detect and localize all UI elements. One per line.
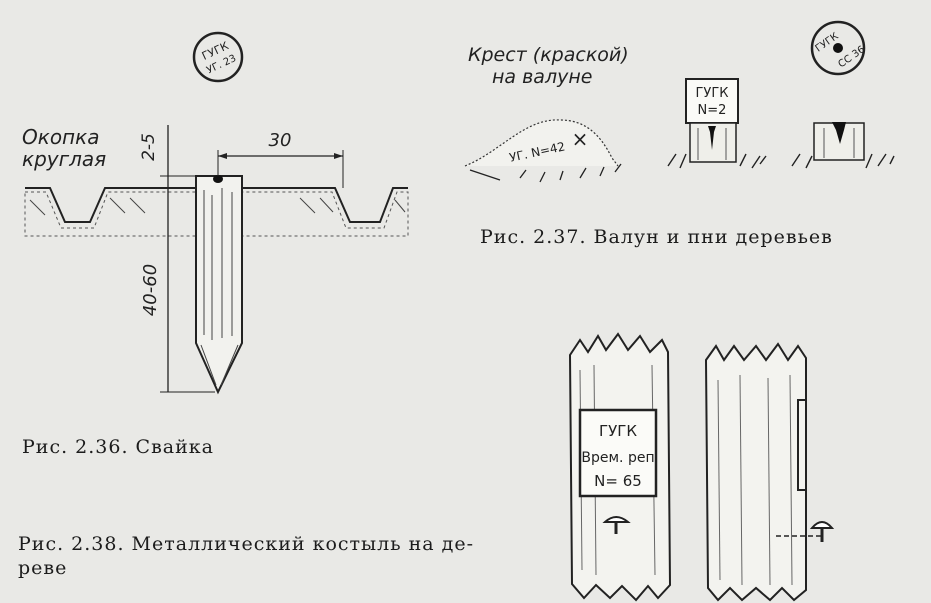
round-marker-ss36: ГУГК СС 36	[810, 20, 867, 76]
caption-fig-2-36: Рис. 2.36. Свайка	[22, 436, 214, 458]
caption-fig-2-37: Рис. 2.37. Валун и пни деревьев	[480, 226, 833, 248]
stump-sign-line2: N=2	[698, 103, 727, 118]
cross-note-line2: на валуне	[492, 66, 593, 88]
dim-top-label: 2-5	[139, 133, 159, 161]
cross-mark: ×	[572, 127, 589, 151]
trunk-front-view: ГУГК Врем. реп N= 65	[568, 332, 672, 602]
cross-note: Крест (краской) на валуне	[468, 44, 629, 88]
stump-with-sign: ГУГК N=2	[667, 78, 767, 169]
trench-label: Окопка круглая	[22, 126, 106, 170]
wooden-stake	[195, 175, 243, 395]
trunk-side-view	[704, 342, 835, 602]
caption-fig-2-38: Рис. 2.38. Металлический костыль на де- …	[18, 532, 474, 580]
boulder: УГ. N=42 ×	[464, 119, 622, 183]
plate-line2: Врем. реп	[581, 450, 654, 466]
fig-2-37-boulder-and-stumps: УГ. N=42 × ГУГК N=2 ГУГК СС 36	[464, 20, 895, 183]
stump-sign-line1: ГУГК	[695, 86, 728, 101]
plain-stump	[791, 122, 895, 169]
dimension-lines	[160, 125, 344, 393]
plate-line3: N= 65	[594, 472, 642, 490]
trench-label-line1: Окопка	[22, 125, 100, 149]
plate-line1: ГУГК	[599, 422, 637, 440]
fig-2-38-tree-with-spike: ГУГК Врем. реп N= 65	[568, 332, 835, 602]
trench-label-line2: круглая	[22, 147, 107, 171]
cross-note-line1: Крест (краской)	[468, 44, 629, 66]
round-marker-ugk23: ГУГК УГ. 23	[192, 31, 244, 83]
caption-fig-2-38-line1: Рис. 2.38. Металлический костыль на де-	[18, 533, 475, 555]
dim-depth-label: 40-60	[140, 264, 161, 316]
fig-2-36-stake-drawing: ГУГК УГ. 23	[24, 31, 409, 395]
dim-width-label: 30	[269, 130, 292, 151]
caption-fig-2-38-line2: реве	[18, 557, 68, 579]
